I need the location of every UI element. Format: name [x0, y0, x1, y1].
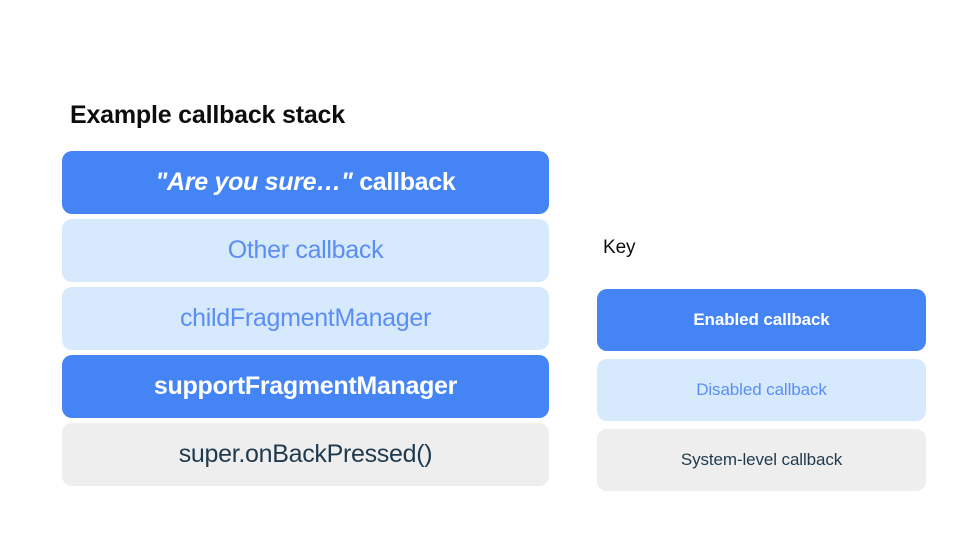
stack-row-label-quoted: "Are you sure…"	[155, 168, 353, 196]
key-row-enabled-callback: Enabled callback	[597, 289, 926, 351]
stack-row-child-fragment-manager[interactable]: childFragmentManager	[62, 287, 549, 350]
stack-row-support-fragment-manager[interactable]: supportFragmentManager	[62, 355, 549, 418]
stack-row-label: "Are you sure…" callback	[156, 168, 456, 197]
callback-stack-list: "Are you sure…" callback Other callback …	[62, 151, 549, 486]
stack-row-label: supportFragmentManager	[153, 372, 458, 400]
key-row-label: Enabled callback	[693, 310, 830, 329]
stack-row-label-plain: callback	[352, 168, 456, 196]
key-legend-list: Enabled callback Disabled callback Syste…	[597, 289, 926, 491]
stack-row-are-you-sure-callback[interactable]: "Are you sure…" callback	[62, 151, 549, 214]
key-row-system-level-callback: System-level callback	[597, 429, 926, 491]
stack-row-super-on-back-pressed[interactable]: super.onBackPressed()	[62, 423, 549, 486]
key-row-label: System-level callback	[680, 450, 843, 469]
stack-row-other-callback[interactable]: Other callback	[62, 219, 549, 282]
stack-section-title: Example callback stack	[70, 101, 345, 129]
key-row-disabled-callback: Disabled callback	[597, 359, 926, 421]
stack-row-label: super.onBackPressed()	[178, 440, 433, 468]
key-section-title: Key	[603, 237, 636, 258]
key-row-label: Disabled callback	[696, 380, 827, 399]
stack-row-label: childFragmentManager	[179, 304, 432, 332]
stack-row-label: Other callback	[227, 236, 384, 264]
